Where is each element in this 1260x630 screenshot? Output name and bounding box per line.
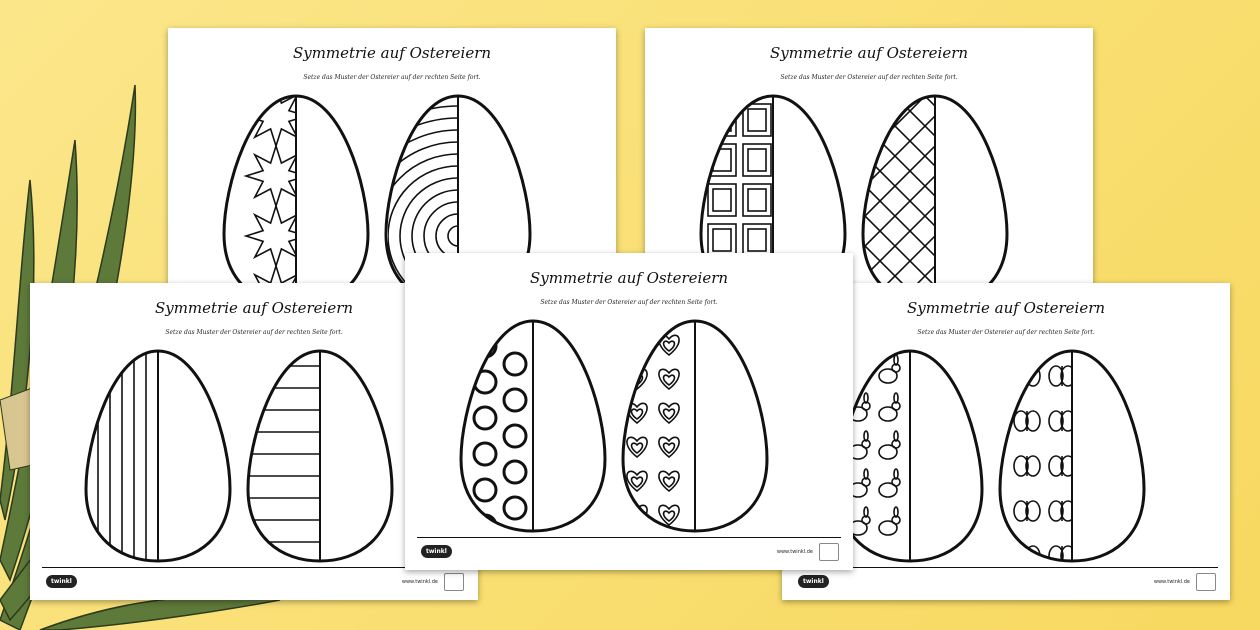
- worksheet-title: Symmetrie auf Ostereiern: [292, 44, 492, 62]
- worksheet-title: Symmetrie auf Ostereiern: [906, 299, 1106, 317]
- worksheet-instruction: Setze das Muster der Ostereier auf der r…: [780, 74, 958, 81]
- worksheet-page-bottom-left: Symmetrie auf Ostereiern Setze das Muste…: [30, 283, 478, 600]
- egg-hearts: [621, 319, 769, 533]
- footer-url: www.twinkl.de: [776, 549, 813, 555]
- worksheet-instruction: Setze das Muster der Ostereier auf der r…: [917, 329, 1095, 336]
- egg-pair: [84, 349, 394, 563]
- egg-vlines: [84, 349, 232, 563]
- worksheet-instruction: Setze das Muster der Ostereier auf der r…: [540, 299, 718, 306]
- footer-divider: [42, 567, 466, 568]
- worksheet-title: Symmetrie auf Ostereiern: [154, 299, 354, 317]
- footer-url: www.twinkl.de: [1153, 579, 1190, 585]
- worksheet-instruction: Setze das Muster der Ostereier auf der r…: [303, 74, 481, 81]
- footer-divider: [794, 567, 1218, 568]
- twinkl-logo: twinkl: [46, 575, 77, 588]
- twinkl-logo: twinkl: [798, 575, 829, 588]
- egg-pair: [459, 319, 769, 533]
- worksheet-instruction: Setze das Muster der Ostereier auf der r…: [165, 329, 343, 336]
- quality-badge-icon: [444, 573, 464, 591]
- egg-circles: [459, 319, 607, 533]
- egg-butterflies: [998, 349, 1146, 563]
- egg-hlines: [246, 349, 394, 563]
- worksheet-page-center: Symmetrie auf Ostereiern Setze das Muste…: [405, 253, 853, 570]
- worksheet-page-bottom-right: Symmetrie auf Ostereiern Setze das Muste…: [782, 283, 1230, 600]
- quality-badge-icon: [1196, 573, 1216, 591]
- footer-divider: [417, 537, 841, 538]
- egg-pair: [836, 349, 1146, 563]
- footer-url: www.twinkl.de: [401, 579, 438, 585]
- worksheet-title: Symmetrie auf Ostereiern: [769, 44, 969, 62]
- egg-diamonds: [861, 94, 1009, 308]
- worksheet-title: Symmetrie auf Ostereiern: [529, 269, 729, 287]
- quality-badge-icon: [819, 543, 839, 561]
- twinkl-logo: twinkl: [421, 545, 452, 558]
- egg-stars: [222, 94, 370, 308]
- egg-rabbits: [836, 349, 984, 563]
